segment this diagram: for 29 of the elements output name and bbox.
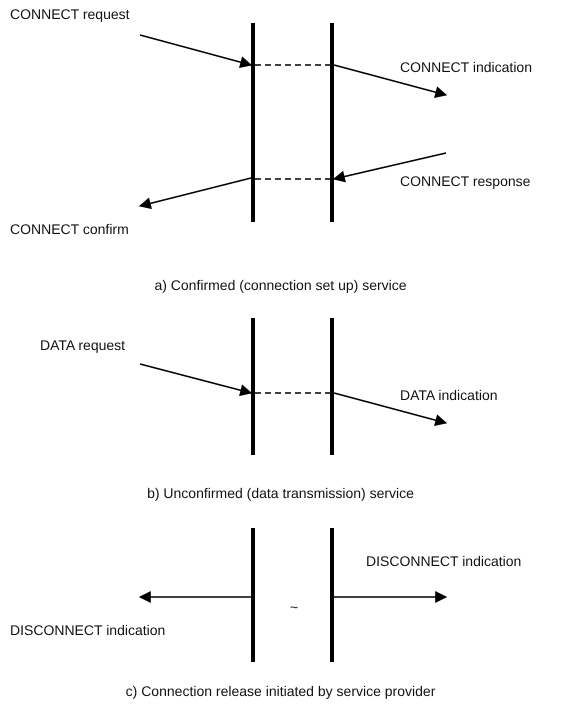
edge-label: DATA indication xyxy=(400,386,498,404)
vertical-bar xyxy=(251,528,255,662)
tilde-mark: ~ xyxy=(290,598,298,616)
vertical-bar xyxy=(330,528,334,662)
edge-label: DATA request xyxy=(40,336,126,354)
dashed-line xyxy=(255,392,330,394)
arrow xyxy=(334,392,448,426)
arrow xyxy=(332,152,446,182)
arrow xyxy=(138,591,251,603)
figure-caption: b) Unconfirmed (data transmission) service xyxy=(146,484,415,502)
vertical-bar xyxy=(330,23,334,222)
edge-label: CONNECT response xyxy=(400,172,530,190)
edge-label: CONNECT indication xyxy=(400,58,532,76)
dashed-line xyxy=(255,64,330,66)
edge-label: DISCONNECT indication xyxy=(10,621,166,639)
arrow xyxy=(140,34,252,68)
vertical-bar xyxy=(330,318,334,455)
vertical-bar xyxy=(251,318,255,455)
vertical-bar xyxy=(251,23,255,222)
arrow xyxy=(140,363,252,396)
figure-caption: a) Confirmed (connection set up) service xyxy=(153,276,408,294)
arrow xyxy=(138,177,252,210)
edge-label: DISCONNECT indication xyxy=(366,552,522,570)
arrow xyxy=(334,591,448,603)
edge-label: CONNECT request xyxy=(10,5,130,23)
edge-label: CONNECT confirm xyxy=(10,220,129,238)
dashed-line xyxy=(255,178,330,180)
arrow xyxy=(334,64,448,98)
figure-caption: c) Connection release initiated by service provider xyxy=(124,682,436,700)
